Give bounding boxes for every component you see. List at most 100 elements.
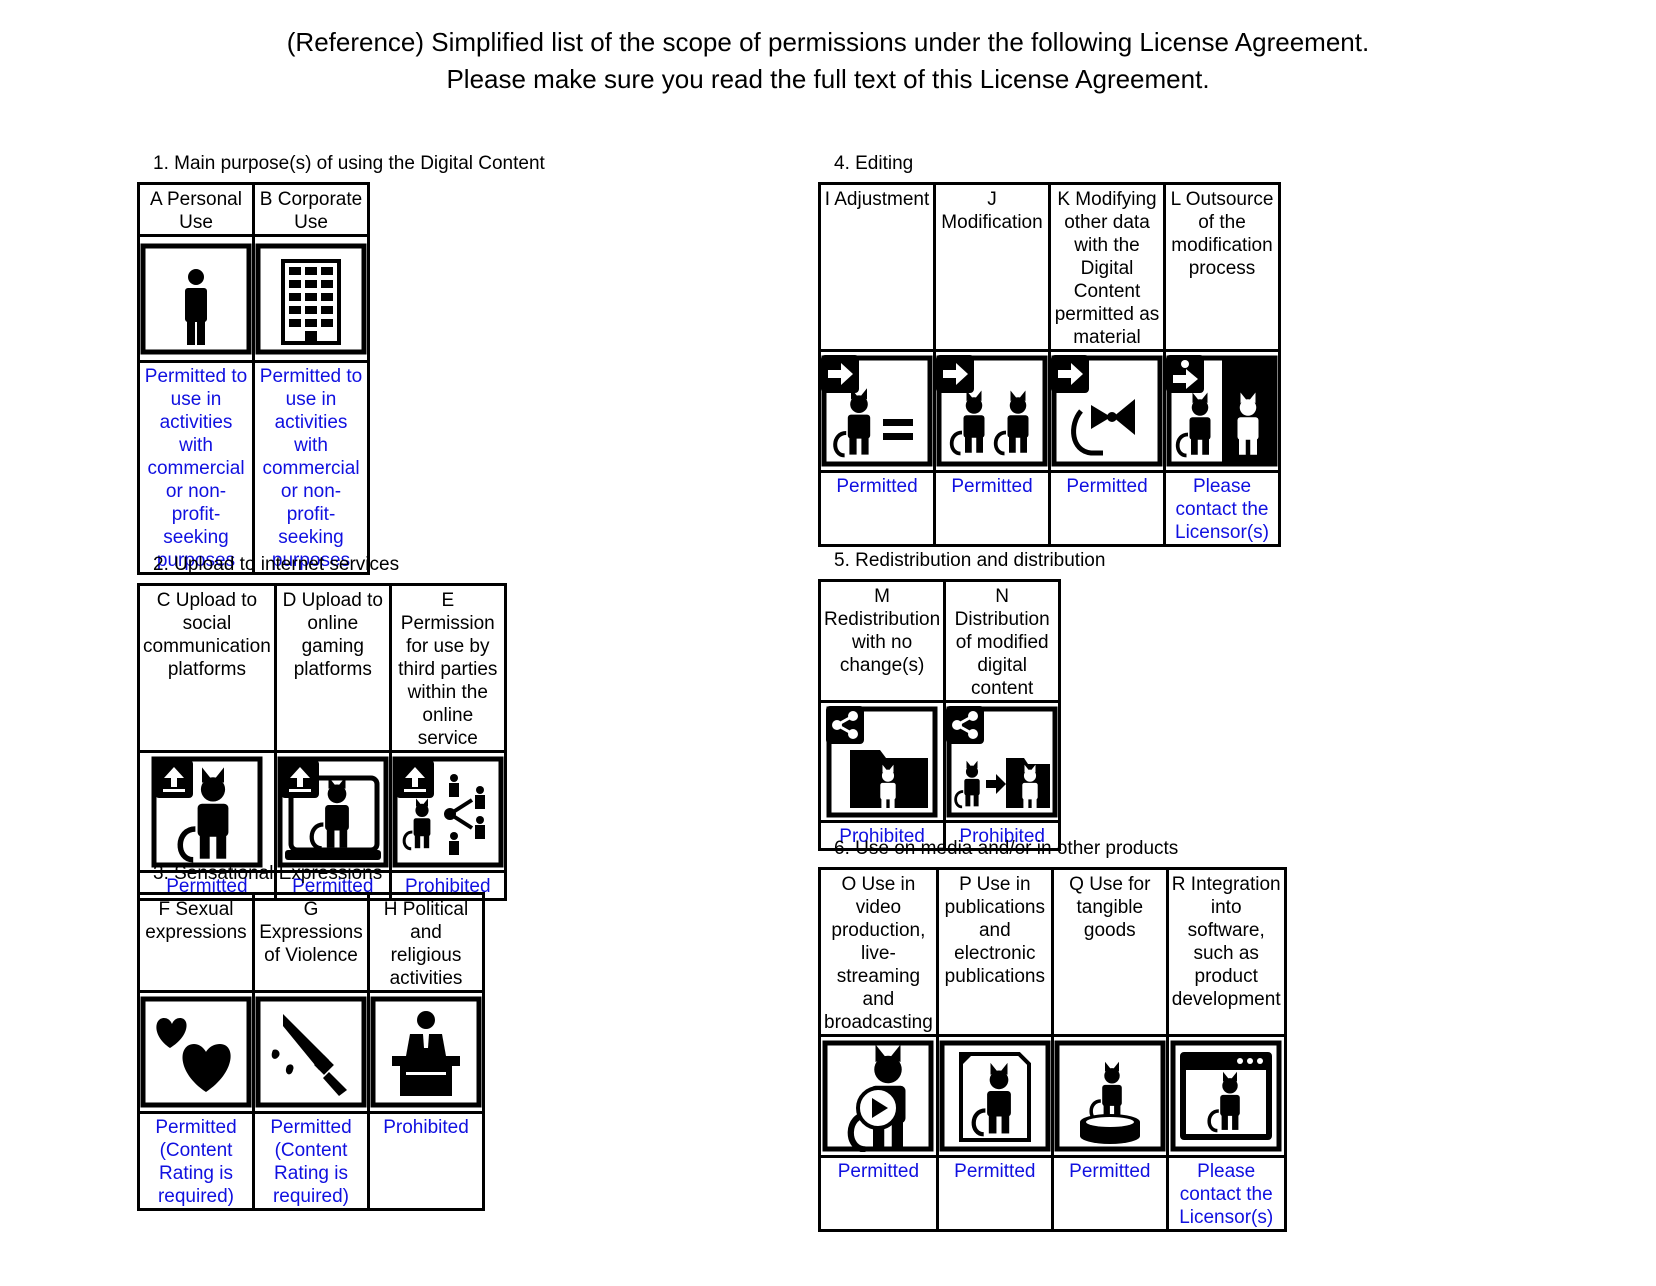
item-h-label-cell: H Political and religious activities xyxy=(367,892,485,993)
material-use-icon xyxy=(1052,355,1162,467)
permission-table: M Redistribution with no change(s) N Dis… xyxy=(817,579,1062,851)
item-label: O Use in video production, live-streamin… xyxy=(824,874,933,1033)
item-r-label-cell: R Integration into software, such as pro… xyxy=(1165,867,1287,1037)
item-label: G Expressions of Violence xyxy=(259,899,363,966)
item-label: B Corporate Use xyxy=(259,189,363,233)
item-label: N Distribution of modified digital conte… xyxy=(954,586,1050,699)
section-title: 1. Main purpose(s) of using the Digital … xyxy=(153,153,545,174)
podium-icon xyxy=(371,996,481,1108)
item-c-icon-cell xyxy=(137,750,277,873)
item-label: I Adjustment xyxy=(824,189,930,210)
item-label: A Personal Use xyxy=(150,189,242,233)
item-e-label-cell: E Permission for use by third parties wi… xyxy=(388,583,507,753)
status-text: Permitted xyxy=(837,1161,920,1182)
item-label: D Upload to online gaming platforms xyxy=(282,590,383,680)
status-text: Permitted to use in activities with comm… xyxy=(259,366,363,571)
item-f-label-cell: F Sexual expressions xyxy=(137,892,255,993)
status-text: Permitted (Content Rating is required) xyxy=(270,1117,352,1207)
item-r-status-cell: Please contact the Licensor(s) xyxy=(1165,1155,1287,1232)
status-text: Please contact the Licensor(s) xyxy=(1175,476,1269,543)
item-b-status-cell: Permitted to use in activities with comm… xyxy=(252,360,370,575)
item-b-label-cell: B Corporate Use xyxy=(252,182,370,237)
item-i-status-cell: Permitted xyxy=(818,470,936,547)
permission-table: C Upload to social communication platfor… xyxy=(137,583,507,901)
status-text: Permitted xyxy=(836,476,918,497)
item-m-status-cell: Prohibited xyxy=(817,820,947,851)
item-m-icon-cell xyxy=(817,700,947,823)
status-text: Permitted to use in activities with comm… xyxy=(144,366,248,571)
item-q-label-cell: Q Use for tangible goods xyxy=(1050,867,1169,1037)
permission-table: F Sexual expressions G Expressions of Vi… xyxy=(137,892,485,1211)
third-party-share-icon xyxy=(393,756,503,867)
status-text: Prohibited xyxy=(839,826,925,847)
item-p-label-cell: P Use in publications and electronic pub… xyxy=(935,867,1054,1037)
item-j-status-cell: Permitted xyxy=(933,470,1051,547)
item-label: J Modification xyxy=(941,189,1043,233)
header-line-2: Please make sure you read the full text … xyxy=(446,64,1210,94)
item-k-icon-cell xyxy=(1048,349,1166,473)
item-f-status-cell: Permitted (Content Rating is required) xyxy=(137,1111,255,1211)
figure-goods-icon xyxy=(1055,1040,1165,1152)
item-o-icon-cell xyxy=(818,1034,939,1158)
item-n-icon-cell xyxy=(943,700,1062,823)
item-l-label-cell: L Outsource of the modification process xyxy=(1163,182,1281,352)
status-text: Permitted xyxy=(292,876,374,897)
upload-social-icon xyxy=(151,756,263,867)
item-label: P Use in publications and electronic pub… xyxy=(944,874,1045,987)
person-icon xyxy=(141,243,251,354)
item-label: K Modifying other data with the Digital … xyxy=(1054,189,1160,348)
item-label: F Sexual expressions xyxy=(145,899,247,943)
redistribution-icon xyxy=(826,705,938,817)
item-label: H Political and religious activities xyxy=(383,899,469,989)
item-l-status-cell: Please contact the Licensor(s) xyxy=(1163,470,1281,547)
header-line-1: (Reference) Simplified list of the scope… xyxy=(286,27,1370,57)
item-q-status-cell: Permitted xyxy=(1050,1155,1169,1232)
item-f-icon-cell xyxy=(137,990,255,1114)
modification-icon xyxy=(937,355,1047,467)
item-g-label-cell: G Expressions of Violence xyxy=(252,892,370,993)
status-text: Prohibited xyxy=(383,1117,469,1138)
item-r-icon-cell xyxy=(1165,1034,1287,1158)
permission-table: I Adjustment J Modification K Modifying … xyxy=(818,182,1281,547)
section-title: 5. Redistribution and distribution xyxy=(834,550,1106,571)
section-title: 2. Upload to internet services xyxy=(153,554,400,575)
status-text: Permitted xyxy=(1069,1161,1151,1182)
status-text: Prohibited xyxy=(405,876,491,897)
section-title: 6. Use on media and/or in other products xyxy=(834,838,1179,859)
item-j-label-cell: J Modification xyxy=(933,182,1051,352)
item-h-icon-cell xyxy=(367,990,485,1114)
item-m-label-cell: M Redistribution with no change(s) xyxy=(817,579,947,703)
status-text: Please contact the Licensor(s) xyxy=(1179,1161,1274,1228)
status-text: Prohibited xyxy=(959,826,1045,847)
item-e-icon-cell xyxy=(388,750,507,873)
item-n-status-cell: Prohibited xyxy=(943,820,1062,851)
item-g-status-cell: Permitted (Content Rating is required) xyxy=(252,1111,370,1211)
page-header: (Reference) Simplified list of the scope… xyxy=(0,24,1656,98)
hearts-icon xyxy=(141,996,251,1108)
item-d-icon-cell xyxy=(273,750,392,873)
section-title: 3. Sensational Expressions xyxy=(153,863,383,884)
knife-icon xyxy=(256,996,366,1108)
item-j-icon-cell xyxy=(933,349,1051,473)
adjustment-icon xyxy=(822,355,932,467)
item-i-icon-cell xyxy=(818,349,936,473)
modified-distribution-icon xyxy=(947,705,1057,817)
item-o-status-cell: Permitted xyxy=(818,1155,939,1232)
permission-table: A Personal Use B Corporate Use xyxy=(137,182,370,575)
item-i-label-cell: I Adjustment xyxy=(818,182,936,352)
item-k-label-cell: K Modifying other data with the Digital … xyxy=(1048,182,1166,352)
publication-icon xyxy=(940,1040,1050,1152)
item-a-icon-cell xyxy=(137,234,255,363)
item-p-icon-cell xyxy=(935,1034,1054,1158)
item-a-status-cell: Permitted to use in activities with comm… xyxy=(137,360,255,575)
item-l-icon-cell xyxy=(1163,349,1281,473)
outsource-icon xyxy=(1167,355,1277,467)
item-o-label-cell: O Use in video production, live-streamin… xyxy=(818,867,939,1037)
software-icon xyxy=(1170,1040,1282,1152)
status-text: Permitted (Content Rating is required) xyxy=(155,1117,237,1207)
item-g-icon-cell xyxy=(252,990,370,1114)
item-label: L Outsource of the modification process xyxy=(1170,189,1274,279)
building-icon xyxy=(256,243,366,354)
status-text: Permitted xyxy=(1066,476,1148,497)
item-k-status-cell: Permitted xyxy=(1048,470,1166,547)
